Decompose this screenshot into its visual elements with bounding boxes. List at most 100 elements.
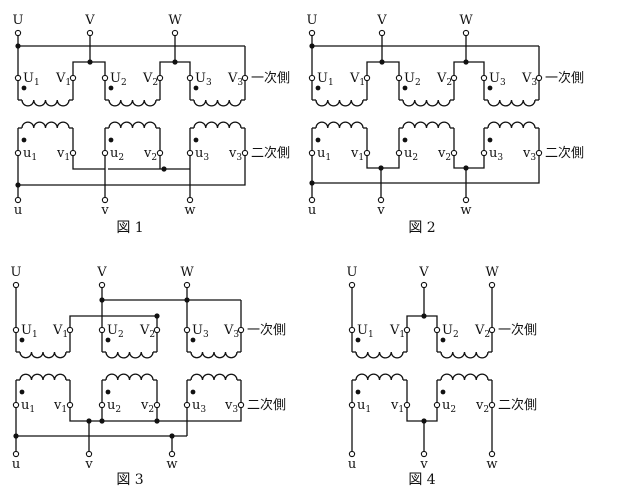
secondary-terminal-label-v3: v3 [224,398,238,415]
wire [366,61,400,75]
secondary-terminal-label-u3: u3 [489,146,503,163]
terminal [156,149,164,157]
terminal [403,326,411,334]
polarity-dot [19,337,25,343]
secondary-terminal-label-u1: u1 [317,146,331,163]
primary-coil [402,99,451,107]
junction-dot [154,313,160,319]
line-label-V: V [96,265,107,280]
secondary-terminal-label-v3: v3 [228,146,242,163]
terminal [420,450,428,458]
terminal [66,401,74,409]
terminal [488,450,496,458]
primary-terminal-label-U2: U2 [107,323,124,340]
polarity-dot [105,337,111,343]
line-label-u: u [348,457,356,472]
primary-side-label: 一次側 [498,322,537,338]
line-label-V: V [376,13,387,28]
primary-coil [19,351,67,359]
primary-terminal-label-U2: U2 [442,323,459,340]
line-label-W: W [459,13,473,28]
primary-coil [108,99,157,107]
primary-coil [190,351,238,359]
line-label-U: U [11,265,22,280]
terminal [98,401,106,409]
polarity-dot [487,137,493,143]
secondary-terminal-label-u3: u3 [195,146,209,163]
primary-terminal-label-V2: V2 [142,71,158,88]
line-label-w: w [486,457,497,472]
polarity-dot [440,389,446,395]
primary-terminal-label-V2: V2 [436,71,452,88]
secondary-terminal-label-v1: v1 [390,398,404,415]
polarity-dot [21,137,27,143]
secondary-terminal-label-u2: u2 [110,146,124,163]
terminal [395,74,403,82]
primary-terminal-label-U1: U1 [317,71,334,88]
terminal [308,149,316,157]
line-label-U: U [13,13,24,28]
line-label-V: V [418,265,429,280]
terminal [183,281,191,289]
polarity-dot [355,389,361,395]
primary-coil [105,351,154,359]
wire [312,156,540,184]
secondary-coil [440,373,489,381]
polarity-dot [315,137,321,143]
terminal [101,196,109,204]
secondary-terminal-label-u2: u2 [442,398,456,415]
primary-terminal-label-U3: U3 [195,71,212,88]
terminal [69,74,77,82]
terminal [535,74,543,82]
terminal [420,281,428,289]
line-label-W: W [485,265,499,280]
figure-caption-3: 図 3 [116,472,143,488]
polarity-dot [440,337,446,343]
polarity-dot [190,389,196,395]
secondary-terminal-label-u1: u1 [21,398,35,415]
terminal [186,74,194,82]
primary-terminal-label-U3: U3 [192,323,209,340]
secondary-terminal-label-u3: u3 [192,398,206,415]
primary-terminal-label-U2: U2 [110,71,127,88]
line-label-w: w [460,203,471,218]
terminal [348,450,356,458]
line-label-U: U [307,13,318,28]
line-label-U: U [347,265,358,280]
terminal [348,326,356,334]
terminal [168,450,176,458]
terminal [363,74,371,82]
primary-terminal-label-V2: V2 [139,323,155,340]
terminal [433,401,441,409]
terminal [462,196,470,204]
line-label-w: w [184,203,195,218]
wire [453,156,485,169]
line-label-v: v [376,203,385,218]
junction-dot [15,182,21,188]
terminal [480,149,488,157]
figure-caption-4: 図 4 [408,472,435,488]
primary-terminal-label-U1: U1 [23,71,40,88]
wire [406,408,438,422]
wire [406,315,438,327]
primary-terminal-label-V1: V1 [52,323,68,340]
terminal [101,74,109,82]
secondary-terminal-label-v2: v2 [140,398,154,415]
terminal [237,401,245,409]
terminal [378,29,386,37]
wire [72,61,106,75]
terminal [183,326,191,334]
primary-terminal-label-U1: U1 [21,323,38,340]
primary-coil [315,99,364,107]
polarity-dot [108,137,114,143]
line-label-u: u [12,457,20,472]
secondary-terminal-label-u2: u2 [107,398,121,415]
terminal [14,74,22,82]
figure-caption-2: 図 2 [408,220,435,236]
terminal [98,326,106,334]
terminal [377,196,385,204]
